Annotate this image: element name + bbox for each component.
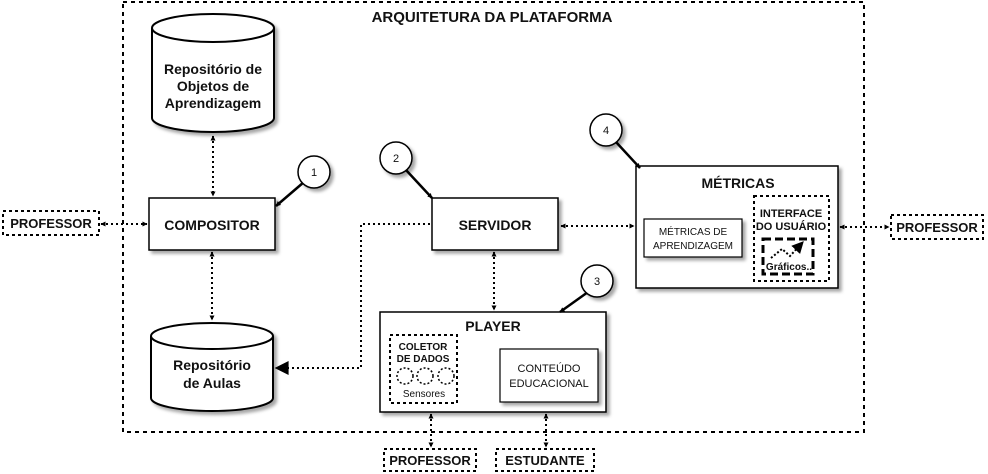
estudante-label: ESTUDANTE (505, 453, 585, 468)
metricas-title: MÉTRICAS (701, 175, 774, 191)
servidor-label: SERVIDOR (459, 217, 532, 233)
professor-left-box (2, 210, 100, 236)
professor-right-label: PROFESSOR (896, 220, 978, 235)
conteudo-educacional-label-2: EDUCACIONAL (509, 378, 588, 390)
callout-2: 2 (379, 141, 433, 199)
interface-usuario-label-2: DO USUÁRIO (756, 220, 827, 233)
coletor-dados-label-2: DE DADOS (397, 354, 450, 365)
repositorio-objetos-cylinder (151, 13, 275, 133)
metricas-aprendizagem-box (643, 218, 743, 258)
conteudo-educacional-label-1: CONTEÚDO (518, 362, 581, 375)
platform-boundary (122, 1, 865, 433)
sensor-icon (396, 367, 414, 385)
professor-left-label: PROFESSOR (10, 216, 92, 231)
professor-bottom-label: PROFESSOR (389, 453, 471, 468)
callout-2-number: 2 (393, 153, 399, 165)
repositorio-aulas-label-2: de Aulas (183, 375, 241, 391)
servidor-box (431, 197, 559, 251)
sensor-icon (416, 367, 434, 385)
repositorio-objetos-label-1: Repositório de (164, 61, 262, 77)
compositor-label: COMPOSITOR (164, 217, 259, 233)
callout-1: 1 (275, 155, 331, 207)
compositor-box (148, 197, 276, 251)
repositorio-aulas-cylinder (150, 322, 274, 412)
conteudo-educacional-box (499, 348, 599, 403)
callout-3-number: 3 (594, 276, 600, 288)
callout-1-number: 1 (311, 167, 317, 179)
sensor-icon (437, 367, 455, 385)
interface-usuario-label-1: INTERFACE (760, 208, 822, 220)
graficos-label: Gráficos.. (766, 262, 812, 273)
platform-title: ARQUITETURA DA PLATAFORMA (372, 9, 613, 26)
repositorio-objetos-label-2: Objetos de (177, 78, 250, 94)
player-title: PLAYER (465, 318, 521, 334)
callout-4: 4 (589, 113, 641, 169)
repositorio-objetos-label-3: Aprendizagem (165, 95, 261, 111)
professor-bottom-box (383, 448, 477, 472)
coletor-dados-label-1: COLETOR (399, 342, 448, 353)
estudante-box (495, 448, 595, 472)
repositorio-aulas-label-1: Repositório (173, 357, 251, 373)
professor-right-box (890, 214, 984, 240)
sensores-label: Sensores (403, 389, 445, 400)
metricas-aprendizagem-label-2: APRENDIZAGEM (653, 241, 733, 252)
callout-4-number: 4 (603, 125, 609, 137)
callout-3: 3 (559, 264, 614, 314)
metricas-aprendizagem-label-1: MÉTRICAS DE (659, 225, 728, 238)
connector-servidor-repo-aulas (274, 223, 430, 375)
